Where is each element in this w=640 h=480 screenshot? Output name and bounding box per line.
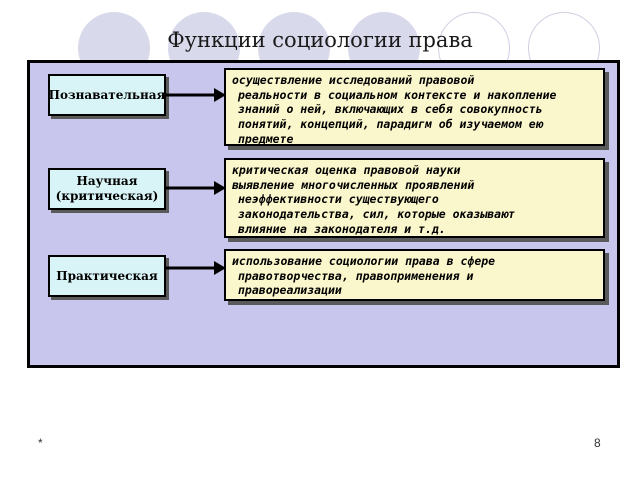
desc-line: использование социологии права в сфере — [232, 254, 496, 268]
page-number: 8 — [594, 436, 601, 450]
desc-line: правореализации — [238, 283, 342, 298]
slide-title: Функции социологии права — [167, 28, 473, 52]
desc-line: понятий, концепций, парадигм об изучаемо… — [238, 117, 543, 132]
arrow-icon — [166, 181, 226, 195]
function-desc-cognitive: осуществление исследований правовой реал… — [224, 68, 605, 146]
arrow-icon — [166, 261, 226, 275]
desc-line: реальности в социальном контексте и нако… — [238, 87, 557, 102]
function-label-text: (критическая) — [55, 189, 159, 203]
desc-line: осуществление исследований правовой — [232, 73, 475, 87]
arrow-icon — [166, 88, 226, 102]
function-desc-practical: использование социологии права в сфере п… — [224, 249, 605, 301]
function-desc-scientific: критическая оценка правовой науки выявле… — [224, 158, 605, 238]
desc-line: влияние на законодателя и т.д. — [238, 221, 446, 236]
function-label-cognitive: Познавательная — [48, 74, 166, 116]
desc-line: законодательства, сил, которые оказывают — [238, 207, 515, 222]
function-label-text: Практическая — [56, 268, 158, 283]
desc-line: знаний о ней, включающих в себя совокупн… — [238, 102, 543, 117]
desc-line: правотворчества, правоприменения и — [238, 268, 474, 283]
desc-line: критическая оценка правовой науки — [232, 163, 461, 177]
function-label-text: Познавательная — [48, 87, 166, 102]
desc-line: предмете — [238, 131, 294, 146]
function-label-text: Научная — [76, 174, 138, 188]
desc-line: неэффективности существующего — [238, 192, 439, 207]
desc-line: выявление многочисленных проявлений — [232, 177, 475, 192]
function-label-practical: Практическая — [48, 255, 166, 297]
footer-mark: * — [38, 436, 43, 450]
function-label-scientific: Научная (критическая) — [48, 168, 166, 210]
